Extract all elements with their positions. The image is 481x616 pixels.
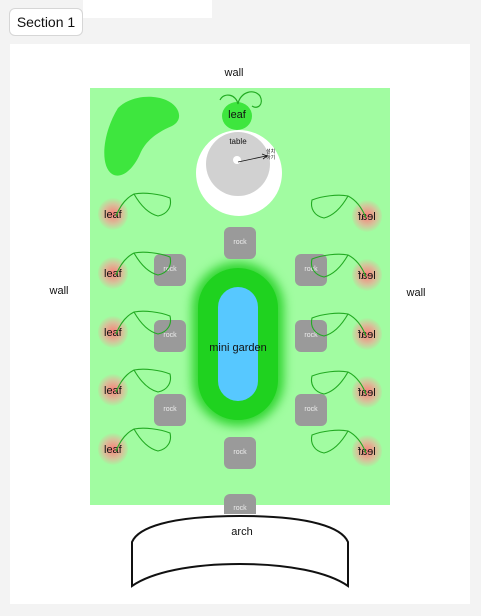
leaf-right-3-spot[interactable] [352, 318, 382, 350]
top-leaf-label: leaf [228, 109, 246, 121]
arch-shape[interactable] [128, 512, 354, 592]
table-note-line-2: 하기 [266, 155, 276, 161]
leaf-right-4-sketch [310, 370, 367, 395]
leaf-right-5-spot[interactable] [352, 435, 382, 467]
rock-right-1[interactable]: rock [295, 254, 327, 286]
leaf-right-2-spot[interactable] [352, 259, 382, 291]
leaf-left-1-sketch [115, 192, 172, 217]
rock-center-2[interactable]: rock [224, 437, 256, 469]
top-leaf-sketch [219, 91, 262, 108]
leaf-right-3-sketch [310, 312, 367, 337]
table-label: table [229, 137, 247, 146]
table-note: 설치 하기 [266, 149, 275, 161]
pond[interactable] [218, 287, 258, 401]
leaf-left-2-sketch [115, 251, 172, 276]
rock-center-3[interactable]: rock [224, 494, 256, 514]
tab-section-1[interactable]: Section 1 [9, 8, 83, 36]
leaf-right-1-sketch [310, 194, 367, 219]
mini-garden-label: mini garden [209, 342, 267, 354]
leaf-left-4-sketch [115, 368, 172, 393]
table-arrow-icon [237, 153, 268, 163]
bush-shape[interactable] [100, 94, 184, 180]
table-note-line-1: 설치 [266, 149, 276, 155]
rock-right-2[interactable]: rock [295, 320, 327, 352]
wall-left-label: wall [49, 285, 69, 297]
rock-right-3[interactable]: rock [295, 394, 327, 426]
table-center-dot [233, 156, 241, 164]
table-top[interactable] [206, 132, 270, 196]
rock-center-1[interactable]: rock [224, 227, 256, 259]
leaf-right-1-spot[interactable] [352, 200, 382, 232]
leaf-right-2-sketch [310, 253, 367, 278]
leaf-right-5-sketch [310, 429, 367, 454]
wall-right-label: wall [406, 287, 426, 299]
wall-top-label: wall [224, 67, 244, 79]
rock-left-3[interactable]: rock [154, 394, 186, 426]
leaf-left-5-sketch [115, 427, 172, 452]
top-leaf-spot[interactable] [222, 102, 252, 130]
leaf-left-3-sketch [115, 310, 172, 335]
arch-label: arch [231, 526, 253, 538]
leaf-right-4-spot[interactable] [352, 376, 382, 408]
tab-strip [83, 0, 212, 18]
